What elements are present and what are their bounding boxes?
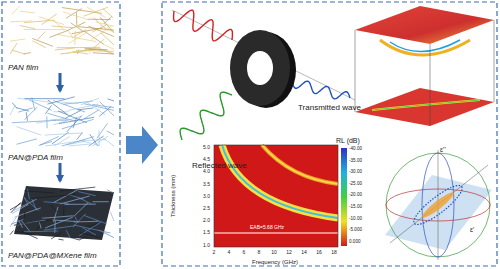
film-node: PAN film <box>6 4 118 72</box>
axis-tick: 3.5 <box>203 182 210 187</box>
film-node: PAN@PDA@MXene film <box>6 182 118 260</box>
axis-tick: -30.00 <box>349 170 362 175</box>
process-arrow <box>59 73 62 91</box>
axis-tick: -20.00 <box>349 193 362 198</box>
film-label: PAN@PDA@MXene film <box>8 251 97 260</box>
axis-label: Transmitted wave <box>298 104 361 112</box>
axis-tick: 12 <box>286 250 292 255</box>
axis-tick: 6 <box>243 250 246 255</box>
axis-tick: 4 <box>228 250 231 255</box>
film-label: PAN@PDA film <box>8 153 63 162</box>
right-panel <box>162 2 497 266</box>
left-panel <box>2 2 120 266</box>
ring-absorber <box>172 10 355 140</box>
axis-label: Reflected wave <box>192 162 247 170</box>
process-arrow <box>59 163 62 181</box>
axis-tick: 0.000 <box>349 240 361 245</box>
axis-tick: 16 <box>316 250 322 255</box>
axis-label: ε'' <box>440 146 446 153</box>
film-images <box>10 6 114 240</box>
axis-tick: -10.00 <box>349 217 362 222</box>
axis-tick: -25.00 <box>349 182 362 187</box>
axis-tick: 10 <box>271 250 277 255</box>
axis-tick: 4.5 <box>203 157 210 162</box>
axis-tick: 2.5 <box>203 206 210 211</box>
cole-cole-sphere <box>385 150 492 260</box>
process-arrow <box>126 126 158 164</box>
axis-tick: 2 <box>213 250 216 255</box>
axis-label: ε' <box>470 226 474 233</box>
axis-label: EAB=5.68 GHz <box>250 225 284 230</box>
rl-contour <box>214 145 347 247</box>
axis-tick: 8 <box>258 250 261 255</box>
axis-tick: 3.0 <box>203 194 210 199</box>
axis-tick: 14 <box>301 250 307 255</box>
axis-label: Thickness (mm) <box>170 175 176 218</box>
axis-tick: -40.00 <box>349 147 362 152</box>
axis-tick: 1.5 <box>203 230 210 235</box>
surface-plot <box>355 6 494 126</box>
axis-label: Frequency (GHz) <box>252 259 298 265</box>
axis-label: RL (dB) <box>336 137 360 144</box>
axis-tick: 18 <box>331 250 337 255</box>
film-node: PAN@PDA film <box>6 92 118 162</box>
axis-tick: -35.00 <box>349 159 362 164</box>
axis-tick: 2.0 <box>203 218 210 223</box>
axis-tick: 5.0 <box>203 145 210 150</box>
film-label: PAN film <box>8 63 39 72</box>
axis-tick: -5.000 <box>349 228 362 233</box>
axis-tick: -15.00 <box>349 205 362 210</box>
axis-tick: 1.0 <box>203 243 210 248</box>
axis-tick: 4.0 <box>203 169 210 174</box>
